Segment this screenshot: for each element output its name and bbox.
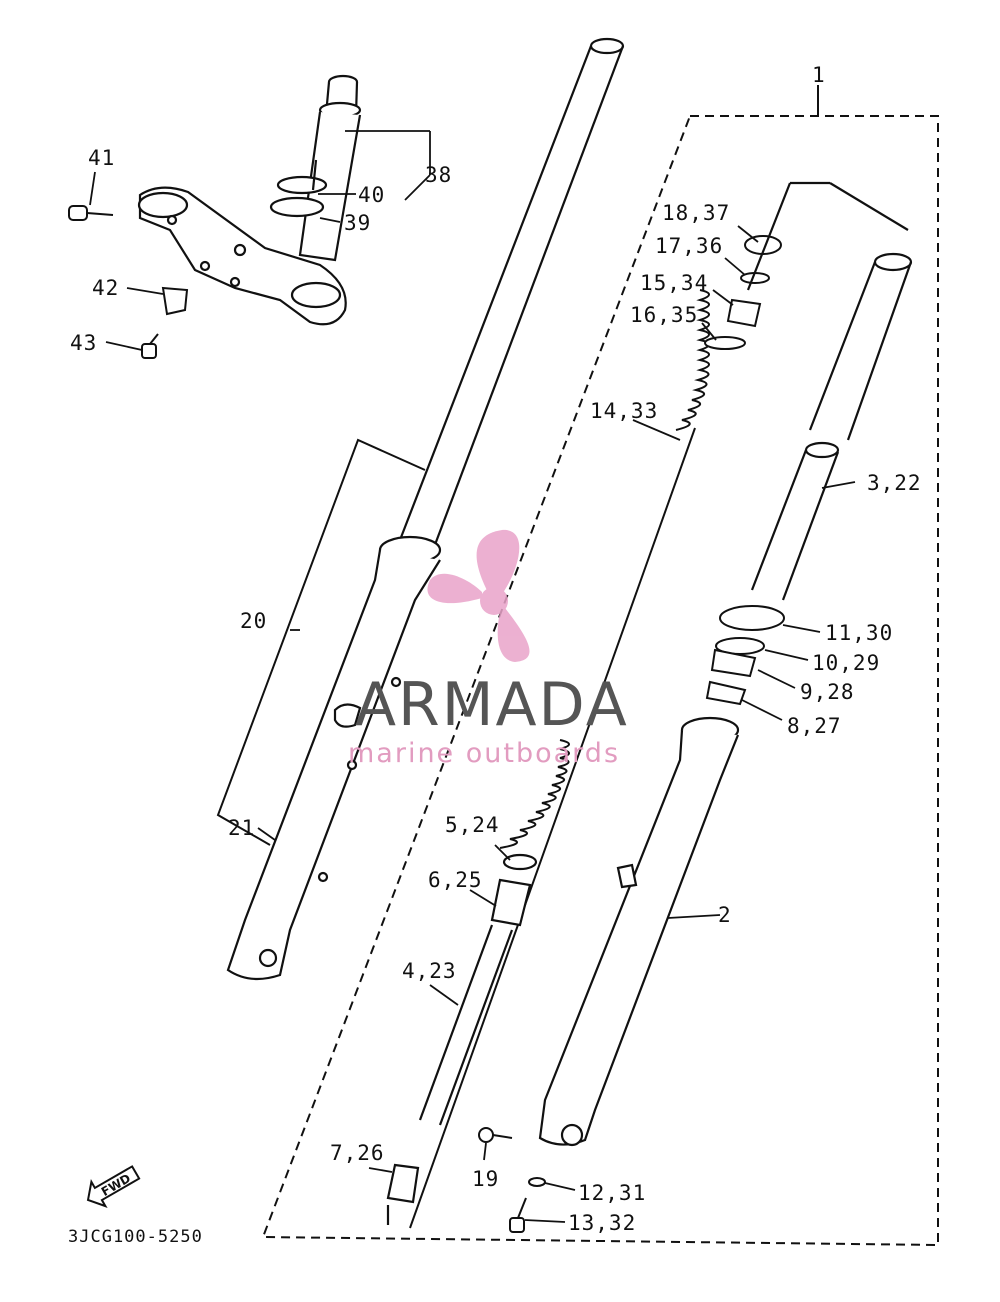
seal-parts [705,605,785,706]
left-outer-tube [226,535,442,981]
part-labels: 1 41 38 40 39 42 43 18,37 17,36 15,34 16… [70,63,922,1235]
left-inner-tube [398,37,625,551]
label-20: 20 [240,609,267,633]
watermark-title: ARMADA [355,670,629,740]
bolt-19 [478,1127,513,1143]
fwd-arrow-icon: FWD [86,1165,141,1208]
label-41: 41 [88,146,115,170]
label-17-36: 17,36 [655,234,723,258]
label-14-33: 14,33 [590,399,658,423]
label-13-32: 13,32 [568,1211,636,1235]
label-4-23: 4,23 [402,959,457,983]
label-9-28: 9,28 [800,680,855,704]
assembly-outline [261,85,939,1247]
leader-lines [89,130,856,1223]
label-6-25: 6,25 [428,868,483,892]
piece-7-26 [386,1163,420,1225]
propeller-logo-icon [427,529,530,662]
label-16-35: 16,35 [630,303,698,327]
label-39: 39 [344,211,371,235]
label-2: 2 [718,903,732,927]
spring-14-33 [409,289,710,1229]
label-40: 40 [358,183,385,207]
label-18-37: 18,37 [662,201,730,225]
right-inner-tube [746,181,913,601]
clamp-42 [161,286,189,316]
label-11-30: 11,30 [825,621,893,645]
bolt-41 [68,205,114,221]
label-3-22: 3,22 [867,471,922,495]
spring-lower [499,739,570,849]
watermark-subtitle: marine outboards [348,738,620,769]
label-7-26: 7,26 [330,1141,385,1165]
label-5-24: 5,24 [445,813,500,837]
label-15-34: 15,34 [640,271,708,295]
label-19: 19 [472,1167,499,1191]
under-bracket [137,186,347,326]
bolt-43 [141,333,159,359]
label-21: 21 [228,816,255,840]
label-43: 43 [70,331,97,355]
diagram-code: 3JCG100-5250 [68,1227,203,1247]
damper-rod [418,853,538,1126]
label-42: 42 [92,276,119,300]
label-1: 1 [812,63,826,87]
steering-stem [269,74,362,262]
label-8-27: 8,27 [787,714,842,738]
label-12-31: 12,31 [578,1181,646,1205]
label-10-29: 10,29 [812,651,880,675]
bracket-20-21 [216,438,426,846]
right-outer-tube [538,716,740,1147]
bolt-13 [509,1197,527,1233]
washer-12 [528,1177,546,1187]
label-38: 38 [425,163,452,187]
